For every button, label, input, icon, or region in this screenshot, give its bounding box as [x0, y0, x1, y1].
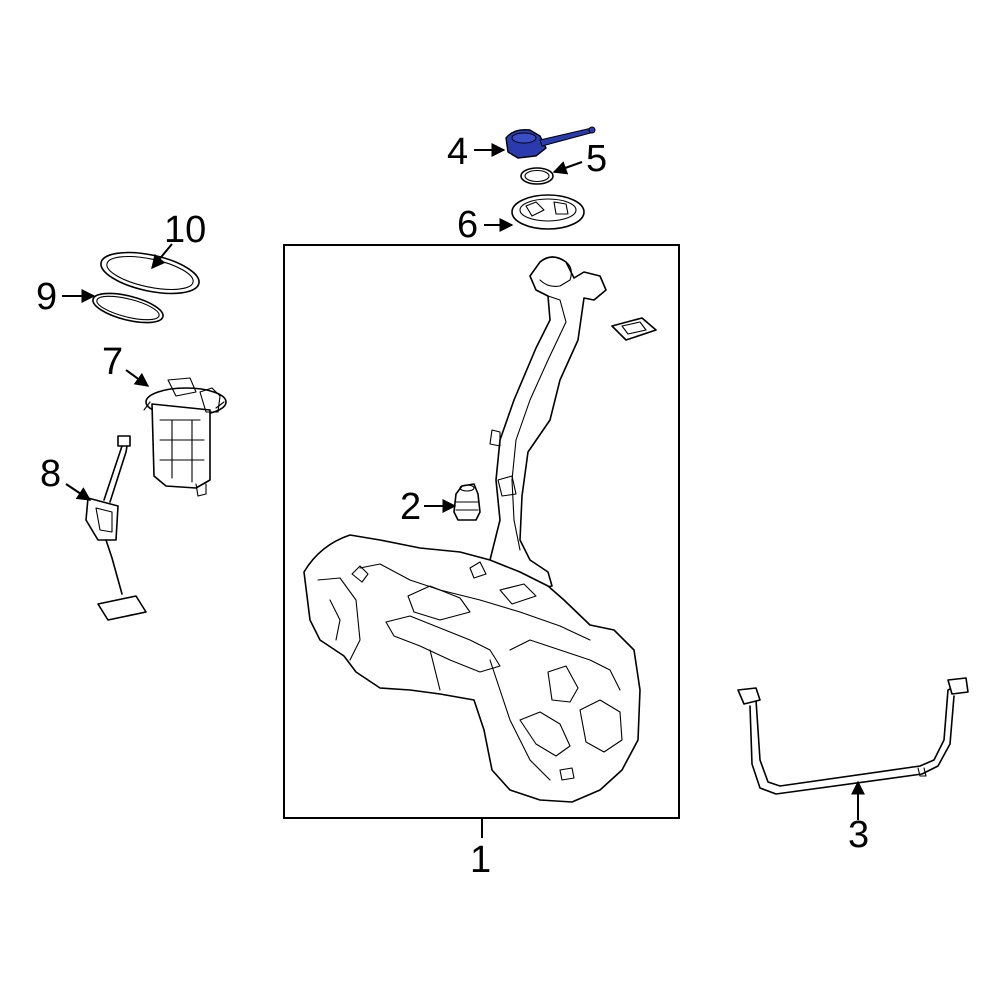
fuel-pump-module[interactable]: [143, 377, 227, 497]
tank-strap[interactable]: [737, 677, 969, 795]
large-gasket[interactable]: [97, 245, 202, 301]
callout-1: 1: [470, 839, 491, 881]
callout-10: 10: [164, 209, 206, 251]
seal-ring[interactable]: [90, 288, 166, 329]
callout-3: 3: [848, 814, 869, 856]
callout-7: 7: [102, 341, 123, 383]
grommet-part[interactable]: [453, 483, 481, 521]
callout-6: 6: [457, 204, 478, 246]
fuel-tank-assembly[interactable]: [283, 244, 680, 819]
callout-2: 2: [400, 486, 421, 528]
fuel-level-sender[interactable]: [85, 435, 147, 621]
lock-ring-highlighted[interactable]: [505, 126, 596, 159]
o-ring-small[interactable]: [520, 167, 554, 185]
callout-8: 8: [40, 453, 61, 495]
callout-5: 5: [586, 138, 607, 180]
callout-9: 9: [36, 276, 57, 318]
leader-lines: [62, 143, 865, 838]
flange-ring[interactable]: [511, 194, 585, 230]
gasket-pad: [611, 317, 657, 341]
callout-4: 4: [447, 131, 468, 173]
